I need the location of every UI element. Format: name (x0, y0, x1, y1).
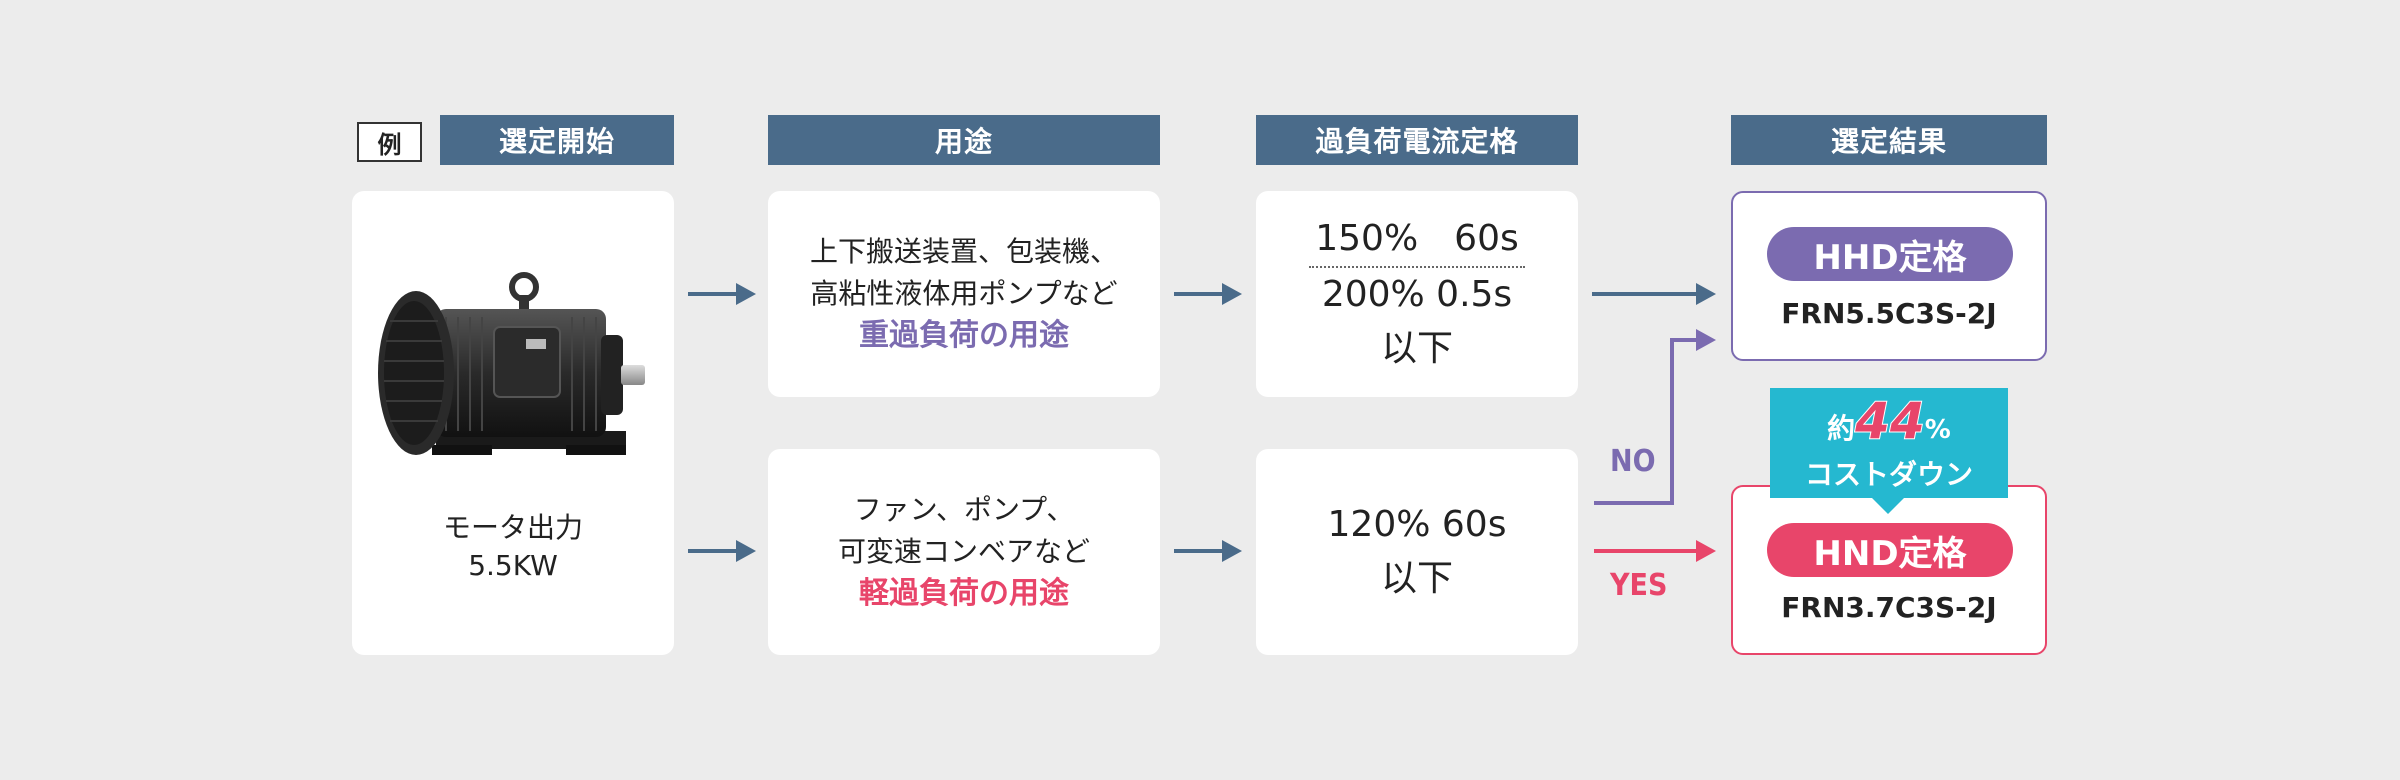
result-hhd-card: HHD定格 FRN5.5C3S-2J (1731, 191, 2047, 361)
usage-light-line1: ファン、ポンプ、 (853, 493, 1075, 526)
cost-down-callout: 約44% コストダウン (1770, 388, 2008, 498)
callout-cost-down: コストダウン (1804, 458, 1973, 491)
overload-heavy-card: 150% 60s 200% 0.5s 以下 (1256, 191, 1578, 397)
no-label: NO (1610, 444, 1656, 479)
example-label: 例 (357, 122, 422, 162)
motor-output-value: 5.5KW (468, 549, 558, 582)
hhd-model-number: FRN5.5C3S-2J (1781, 297, 1997, 330)
callout-percent-value: 44 (1854, 392, 1926, 450)
callout-prefix: 約 (1827, 412, 1856, 445)
motor-card: モータ出力 5.5KW (352, 191, 674, 655)
yes-label: YES (1610, 568, 1668, 603)
usage-light-highlight: 軽過負荷の用途 (859, 576, 1069, 611)
hnd-rating-badge: HND定格 (1767, 523, 2013, 577)
header-selection-result: 選定結果 (1731, 115, 2047, 165)
usage-heavy-line2: 高粘性液体用ポンプなど (810, 277, 1118, 310)
header-usage: 用途 (768, 115, 1160, 165)
usage-heavy-card: 上下搬送装置、包装機、 高粘性液体用ポンプなど 重過負荷の用途 (768, 191, 1160, 397)
overload-heavy-line3: 以下 (1380, 328, 1453, 369)
overload-light-line1: 120% 60s (1327, 504, 1507, 545)
callout-percent-sign: % (1924, 415, 1951, 445)
overload-light-line2: 以下 (1380, 558, 1453, 599)
motor-output-label: モータ出力 (442, 511, 583, 544)
hhd-rating-badge: HHD定格 (1767, 227, 2013, 281)
usage-heavy-line1: 上下搬送装置、包装機、 (809, 235, 1118, 268)
result-hnd-card: HND定格 FRN3.7C3S-2J (1731, 485, 2047, 655)
callout-pointer (1870, 496, 1906, 514)
hnd-model-number: FRN3.7C3S-2J (1781, 591, 1997, 624)
usage-light-line2: 可変速コンベアなど (837, 535, 1090, 568)
header-overload-rating: 過負荷電流定格 (1256, 115, 1578, 165)
header-selection-start: 選定開始 (440, 115, 674, 165)
motor-image (378, 272, 645, 455)
overload-heavy-line1: 150% 60s (1309, 212, 1525, 268)
overload-heavy-line2: 200% 0.5s (1321, 274, 1513, 315)
usage-heavy-highlight: 重過負荷の用途 (859, 318, 1069, 353)
usage-light-card: ファン、ポンプ、 可変速コンベアなど 軽過負荷の用途 (768, 449, 1160, 655)
overload-light-card: 120% 60s 以下 (1256, 449, 1578, 655)
